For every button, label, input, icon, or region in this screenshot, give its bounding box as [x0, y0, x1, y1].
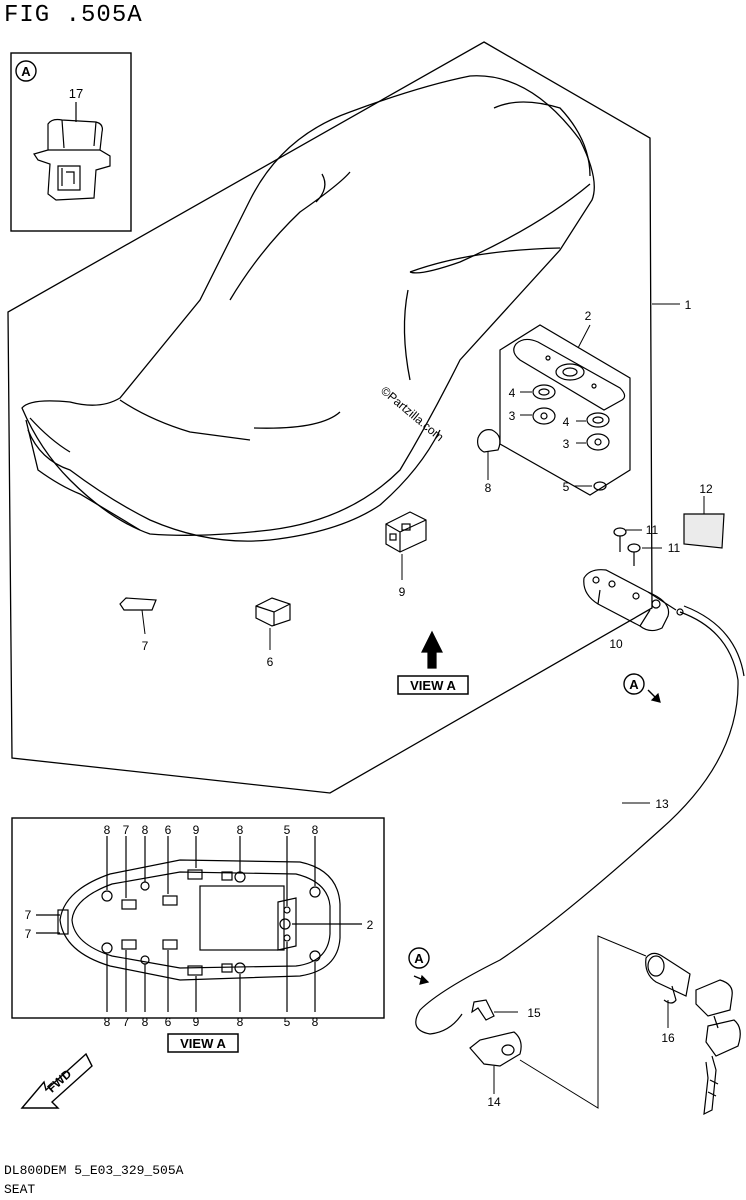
marker-a-lower: [408, 947, 430, 985]
seat-assembly-boundary: [7, 41, 653, 794]
view-a-callout: 9: [193, 823, 200, 837]
view-a-callout: 7: [123, 823, 130, 837]
callout-numbers: 1 2 4 3 4 3 5 8 9 7 6 12 11 11 10 13 15 …: [142, 298, 713, 1109]
callout-3b: 3: [563, 437, 570, 451]
callout-11a: 11: [646, 523, 659, 537]
view-a-callout: 8: [104, 1015, 111, 1029]
watermark-text: ©Partzilla.com: [378, 384, 446, 445]
view-a-callout: 8: [237, 823, 244, 837]
callout-5: 5: [563, 480, 570, 494]
view-a-callout: 5: [284, 823, 291, 837]
screw-11a: [613, 527, 642, 552]
view-a-label: VIEW A: [410, 678, 456, 693]
cable-clamp-15: [471, 999, 518, 1021]
callout-10: 10: [609, 637, 623, 651]
view-a-callout: 6: [165, 1015, 172, 1029]
key-icon: [695, 979, 741, 1116]
latch-bracket-10: [583, 569, 677, 632]
figure-title: FIG .505A: [4, 2, 143, 29]
view-a-callout: 7: [123, 1015, 130, 1029]
callout-16: 16: [661, 1031, 675, 1045]
ignition-lock-cylinder-16: [645, 952, 691, 1028]
marker-a-upper: [623, 673, 661, 703]
callout-4b: 4: [563, 415, 570, 429]
grommet-8: [477, 429, 501, 480]
view-a-callout: 9: [193, 1015, 200, 1029]
inset-marker-label: A: [21, 64, 31, 79]
view-a-callout-left: 7: [25, 927, 32, 941]
seat-lock-plate-group: [499, 324, 631, 496]
view-a-callout: 8: [142, 1015, 149, 1029]
drawing-code: DL800DEM 5_E03_329_505A: [4, 1163, 184, 1178]
view-a-callouts-top: 8 7 8 6 9 8 5 8: [104, 823, 319, 837]
seat-body: [21, 75, 595, 542]
view-a-callout: 8: [142, 823, 149, 837]
callout-9: 9: [399, 585, 406, 599]
label-sticker-12: [683, 496, 725, 549]
screw-11b: [627, 543, 662, 566]
seat-lock-cable-13: [415, 605, 745, 1035]
marker-a-upper-label: A: [629, 677, 639, 692]
callout-12: 12: [699, 482, 713, 496]
callout-13: 13: [655, 797, 669, 811]
figure-name: SEAT: [4, 1182, 36, 1197]
fwd-label: FWD: [44, 1066, 74, 1095]
cushion-block-9: [385, 511, 427, 580]
view-a-callouts-bottom: 8 7 8 6 9 8 5 8: [104, 1015, 319, 1029]
view-a-callout: 8: [312, 823, 319, 837]
callout-6: 6: [267, 655, 274, 669]
view-direction-arrow: [421, 630, 443, 669]
seat-lock-bracket-icon: [33, 118, 111, 201]
callout-3a: 3: [509, 409, 516, 423]
callout-2: 2: [585, 309, 592, 323]
view-a-callout: 5: [284, 1015, 291, 1029]
callout-4a: 4: [509, 386, 516, 400]
view-a-callout-left: 7: [25, 908, 32, 922]
pad-7: [119, 597, 157, 635]
view-a-callout: 6: [165, 823, 172, 837]
callout-8: 8: [485, 481, 492, 495]
lock-bounding-lines: [519, 935, 647, 1109]
marker-a-lower-label: A: [414, 951, 424, 966]
view-a-box: [11, 817, 385, 1019]
view-a-callout: 8: [104, 823, 111, 837]
inset-a-box: A 17: [10, 52, 132, 232]
callout-1: 1: [685, 298, 692, 312]
view-a-callout: 8: [237, 1015, 244, 1029]
callout-7: 7: [142, 639, 149, 653]
forward-arrow-icon: [20, 1052, 93, 1109]
view-a-callout: 8: [312, 1015, 319, 1029]
callout-14: 14: [487, 1095, 501, 1109]
callout-11b: 11: [668, 541, 681, 555]
pad-6: [255, 597, 291, 650]
view-a-box-label: VIEW A: [180, 1036, 226, 1051]
lock-holder-14: [469, 1031, 522, 1094]
callout-15: 15: [527, 1006, 541, 1020]
view-a-callout-right: 2: [367, 918, 374, 932]
callout-17: 17: [69, 86, 83, 101]
